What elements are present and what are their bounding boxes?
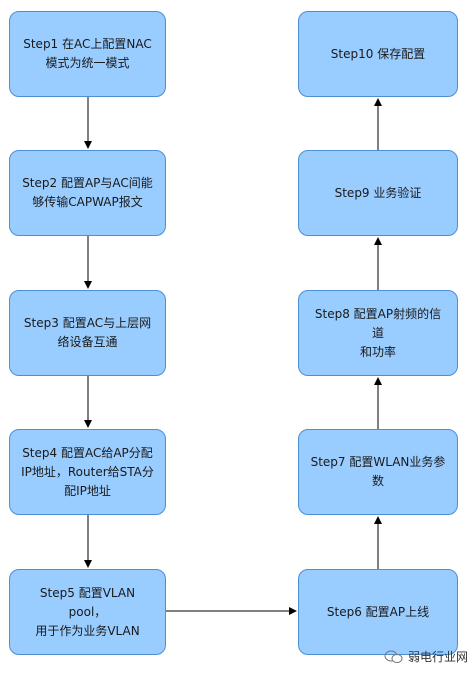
step1-line1: Step1 在AC上配置NAC [23, 37, 152, 51]
step10-line1: Step10 保存配置 [330, 46, 426, 61]
step4-line3: 配IP地址 [64, 483, 111, 498]
step6-line1: Step6 配置AP上线 [326, 604, 430, 619]
step2-line2: 够传输CAPWAP报文 [32, 195, 143, 209]
step1-line2: 模式为统一模式 [45, 56, 130, 70]
step4-line1: Step4 配置AC给AP分配 [22, 445, 153, 460]
step4-line2: IP地址，Router给STA分 [21, 464, 154, 479]
step9-box: Step9 业务验证 [298, 150, 458, 236]
step5-line1: Step5 配置VLAN pool， [39, 585, 136, 619]
step8-line2: 和功率 [359, 344, 396, 359]
step7-line2: 数 [371, 474, 384, 488]
step1-box: Step1 在AC上配置NAC 模式为统一模式 [9, 11, 166, 97]
step3-line2: 络设备互通 [57, 335, 118, 349]
step6-box: Step6 配置AP上线 [298, 569, 458, 655]
step2-box: Step2 配置AP与AC间能 够传输CAPWAP报文 [9, 150, 166, 236]
step7-box: Step7 配置WLAN业务参 数 [298, 429, 458, 515]
step8-box: Step8 配置AP射频的信道 和功率 [298, 290, 458, 376]
step4-box: Step4 配置AC给AP分配 IP地址，Router给STA分 配IP地址 [9, 429, 166, 515]
step7-line1: Step7 配置WLAN业务参 [310, 455, 446, 469]
step3-line1: Step3 配置AC与上层网 [23, 316, 152, 330]
step5-box: Step5 配置VLAN pool， 用于作为业务VLAN [9, 569, 166, 655]
step5-line2: 用于作为业务VLAN [35, 623, 140, 638]
wechat-icon [384, 650, 403, 663]
watermark-text: 弱电行业网 [408, 650, 469, 664]
step3-box: Step3 配置AC与上层网 络设备互通 [9, 290, 166, 376]
step2-line1: Step2 配置AP与AC间能 [22, 176, 153, 190]
step9-line1: Step9 业务验证 [334, 185, 422, 200]
step10-box: Step10 保存配置 [298, 11, 458, 97]
watermark: 弱电行业网 [384, 648, 468, 665]
step8-line1: Step8 配置AP射频的信道 [314, 306, 442, 340]
